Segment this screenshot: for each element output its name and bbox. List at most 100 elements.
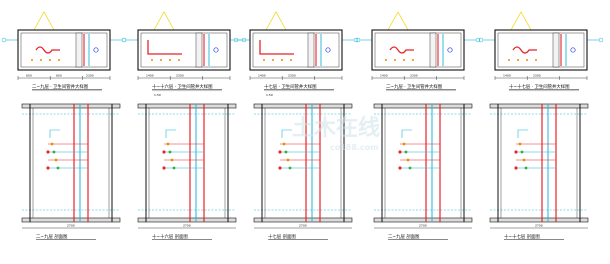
fitting-symbol [162,166,166,170]
reference-triangle [153,11,175,31]
slab-bottom [137,217,237,223]
valve-symbol [172,166,176,170]
plan-scale: 1:50 [266,93,273,97]
partition [552,32,560,68]
fixture-node [535,59,537,61]
section-title: 二~九层 剖面图 [36,233,68,240]
shaft-wall-inner [374,32,462,68]
shaft-wall-outer [494,29,588,71]
partition [75,32,83,68]
reference-triangle [387,11,409,31]
drain-riser [325,47,331,53]
fitting-symbol [46,150,50,154]
fixture-node [178,59,180,61]
watermark-main: 土木在线 [292,115,380,141]
dimension-text: 1400 [380,74,388,78]
axis-bubble-right [475,37,481,43]
axis-bubble-right [353,37,359,43]
slab-top [373,103,473,109]
slab-bottom [373,217,473,223]
reference-triangle [265,11,287,31]
valve-symbol [518,142,522,146]
plan-title: 二~九层 · 卫生间管井大样图 [32,83,89,90]
bracket-loop [517,129,528,138]
plan-scale: 1:50 [154,93,161,97]
drain-riser [570,47,576,53]
fixture-node [403,59,405,61]
reference-triangle [33,11,55,31]
fixture-node [40,59,42,61]
shaft-wall-outer [371,29,465,71]
plan-views: 600 600 2300 二~九层 · 卫生间管井大样图 1400 2300 十~十六层 ·… [1,11,604,97]
section-view-5: 2700 十~十七层 剖面图 [489,103,589,240]
dimension-text: 2300 [86,74,94,78]
axis-bubble-left [478,37,484,43]
bracket-loop [401,129,412,138]
fixture-node [385,59,387,61]
drain-riser [93,47,99,53]
fitting-symbol [398,166,402,170]
axis-bubble-left [355,37,361,43]
valve-symbol [170,158,174,162]
axis-bubble-left [1,37,7,43]
valve-symbol [288,166,292,170]
slab-top [21,103,121,109]
plan-title: 十~十六层 · 卫生间管井大样图 [152,83,213,90]
bracket-loop [49,129,60,138]
slab-top [137,103,237,109]
valve-symbol [286,158,290,162]
shaft-wall-inner [20,32,108,68]
red-pipe-run [259,40,294,55]
fixture-node [508,59,510,61]
red-pipe-run [512,46,537,54]
fitting-symbol [514,166,518,170]
dimension-text: 2300 [410,74,418,78]
dimension-text: 2300 [176,74,184,78]
axis-bubble-right [598,37,604,43]
dimension-text: 2700 [299,224,307,228]
fitting-symbol [162,150,166,154]
valve-symbol [406,158,410,162]
dimension-text: 600 [26,74,32,78]
dimension-text: 2700 [535,224,543,228]
valve-symbol [282,142,286,146]
plan-title: 十七层 · 卫生间管井大样图 [264,83,317,90]
section-title: 十~十七层 剖面图 [504,233,540,240]
fixture-node [281,59,283,61]
fixture-node [290,59,292,61]
watermark: 土木在线 co188.com [292,115,380,152]
fixture-node [412,59,414,61]
bracket-loop [165,129,176,138]
slab-bottom [253,217,353,223]
valve-symbol [56,166,60,170]
axis-bubble-left [233,37,239,43]
dimension-text: 2700 [183,224,191,228]
dimension-text: 2700 [419,224,427,228]
fitting-symbol [278,150,282,154]
valve-symbol [52,150,56,154]
shaft-wall-outer [137,29,231,71]
shaft-wall-outer [17,29,111,71]
dimension-text: 1400 [258,74,266,78]
fixture-node [49,59,51,61]
section-title: 十~十六层 剖面图 [152,233,188,240]
axis-bubble-left [121,37,127,43]
fitting-symbol [46,166,50,170]
dimension-text: 1400 [503,74,511,78]
dimension-text: 2300 [533,74,541,78]
partition [429,32,437,68]
fitting-symbol [398,150,402,154]
valve-symbol [54,158,58,162]
shaft-wall-inner [140,32,228,68]
fixture-node [394,59,396,61]
red-pipe-run [389,46,414,54]
drain-riser [447,47,453,53]
plan-view-1: 600 600 2300 二~九层 · 卫生间管井大样图 [1,11,127,91]
dimension-text: 600 [56,74,62,78]
fixture-node [263,59,265,61]
